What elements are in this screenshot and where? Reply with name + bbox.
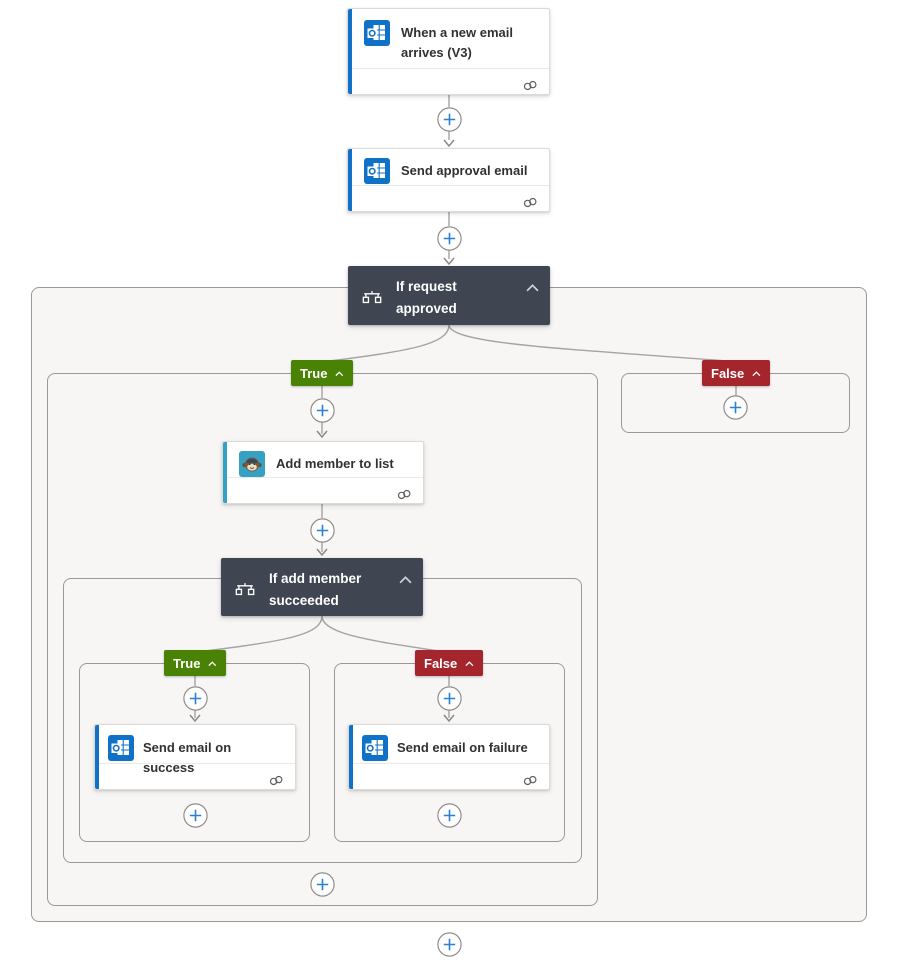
trigger-title: When a new email arrives (V3) xyxy=(401,25,513,60)
chevron-up-icon[interactable] xyxy=(208,660,217,667)
action-title: Send email on failure xyxy=(397,740,528,755)
condition-icon xyxy=(362,290,382,306)
outlook-icon xyxy=(362,735,388,761)
condition-icon xyxy=(235,582,255,598)
card-footer xyxy=(227,477,423,503)
card-footer xyxy=(353,763,549,789)
accent-bar xyxy=(223,442,227,503)
send-success-card[interactable]: Send email on success xyxy=(94,724,296,790)
false-branch-badge[interactable]: False xyxy=(702,360,770,386)
badge-label: False xyxy=(711,365,745,381)
accent-bar xyxy=(95,725,99,789)
card-footer xyxy=(352,185,549,211)
add-step-button[interactable] xyxy=(437,686,462,711)
true-branch-badge[interactable]: True xyxy=(164,650,226,676)
add-step-button[interactable] xyxy=(437,107,462,132)
chevron-up-icon[interactable] xyxy=(752,370,761,377)
true-branch-badge[interactable]: True xyxy=(291,360,353,386)
link-icon xyxy=(523,773,538,786)
link-icon xyxy=(523,78,538,91)
card-footer xyxy=(99,763,295,789)
add-step-button[interactable] xyxy=(437,932,462,957)
add-step-button[interactable] xyxy=(437,803,462,828)
link-icon xyxy=(269,773,284,786)
accent-bar xyxy=(348,9,352,94)
outlook-icon xyxy=(108,735,134,761)
add-step-button[interactable] xyxy=(183,803,208,828)
add-step-button[interactable] xyxy=(310,398,335,423)
add-step-button[interactable] xyxy=(310,518,335,543)
add-step-button[interactable] xyxy=(183,686,208,711)
action-title: Add member to list xyxy=(276,456,394,471)
action-title: Send approval email xyxy=(401,163,528,178)
trigger-card[interactable]: When a new email arrives (V3) xyxy=(347,8,550,95)
badge-label: True xyxy=(300,365,328,381)
send-failure-card[interactable]: Send email on failure xyxy=(348,724,550,790)
outlook-icon xyxy=(364,20,390,46)
outlook-icon xyxy=(364,158,390,184)
link-icon xyxy=(523,195,538,208)
chevron-up-icon[interactable] xyxy=(465,660,474,667)
badge-label: False xyxy=(424,655,458,671)
add-step-button[interactable] xyxy=(723,395,748,420)
card-footer xyxy=(352,68,549,94)
mailchimp-icon xyxy=(239,451,265,477)
send-approval-card[interactable]: Send approval email xyxy=(347,148,550,212)
add-step-button[interactable] xyxy=(310,872,335,897)
if-request-approved-card[interactable]: If request approved xyxy=(348,266,550,325)
add-step-button[interactable] xyxy=(437,226,462,251)
chevron-up-icon[interactable] xyxy=(335,370,344,377)
accent-bar xyxy=(349,725,353,789)
link-icon xyxy=(397,487,412,500)
chevron-up-icon[interactable] xyxy=(399,571,412,584)
add-member-card[interactable]: Add member to list xyxy=(222,441,424,504)
badge-label: True xyxy=(173,655,201,671)
if-add-member-succeeded-card[interactable]: If add member succeeded xyxy=(221,558,423,616)
chevron-up-icon[interactable] xyxy=(526,279,539,292)
false-branch-badge[interactable]: False xyxy=(415,650,483,676)
condition-title: If add member succeeded xyxy=(269,571,362,608)
condition-title: If request approved xyxy=(396,279,457,316)
accent-bar xyxy=(348,149,352,211)
